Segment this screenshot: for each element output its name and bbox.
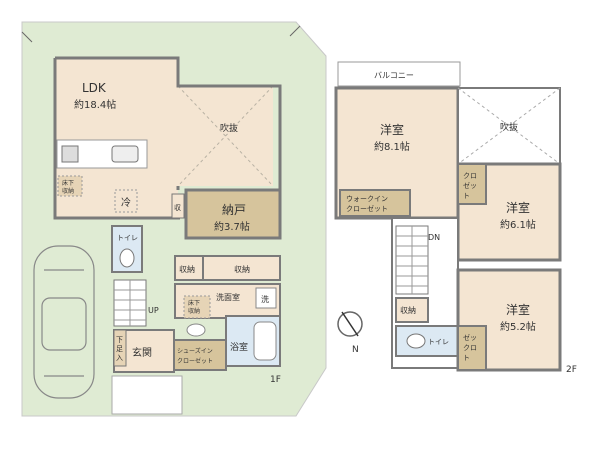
shuno-2f-label: 収納	[400, 305, 416, 315]
washer-box	[255, 287, 277, 309]
stove-icon	[61, 145, 79, 163]
shoes-closet-label-2: クローゼット	[177, 357, 213, 365]
stairs-2f	[395, 225, 429, 295]
storage-2f	[395, 297, 429, 323]
storage-1f-b	[202, 255, 281, 281]
floor-1f-label: 1F	[270, 375, 281, 385]
shoes-closet-label-1: シューズイン	[177, 347, 213, 355]
walkin-label-2: クローゼット	[346, 204, 388, 213]
closet-a-label-2: ゼッ	[463, 181, 477, 190]
closet-b-label-1: ゼッ	[463, 333, 477, 342]
closet-b	[457, 325, 487, 371]
shuno-1f-a-label: 収納	[179, 264, 195, 274]
arrow-corner-nw	[21, 31, 33, 43]
entry-porch	[111, 375, 183, 415]
fridge-area	[114, 189, 138, 213]
nando-area: 約3.7帖	[214, 220, 250, 233]
underfloor-storage-1f	[57, 175, 83, 197]
room2-label: 洋室	[506, 200, 530, 215]
bathtub-icon	[253, 321, 277, 361]
fukinuke-2f	[457, 87, 561, 165]
room1-area: 約8.1帖	[374, 140, 410, 153]
ldk-label: LDK	[82, 81, 107, 95]
closet-a	[457, 163, 487, 205]
underfloor-label-1: 床下	[62, 179, 74, 187]
fukinuke-1f-label: 吹抜	[220, 122, 238, 134]
sink-icon	[111, 145, 139, 163]
arrow-corner-ne	[289, 25, 301, 37]
fukinuke-2f-label: 吹抜	[500, 121, 518, 133]
toilet-1f-icon	[119, 248, 135, 268]
ldk-area: 約18.4帖	[74, 98, 116, 111]
ldk-walls	[53, 56, 282, 220]
stairs-1f	[113, 279, 147, 327]
toilet-2f-label: トイレ	[428, 338, 449, 346]
fukinuke-cross-2	[177, 85, 274, 187]
toilet-1f-label: トイレ	[117, 234, 138, 242]
nando-label: 納戸	[222, 203, 246, 217]
floor-2f-label: 2F	[566, 365, 577, 375]
room1-label: 洋室	[380, 122, 404, 137]
shoe-box-label-3: 入	[116, 354, 123, 362]
genkan-label: 玄関	[132, 346, 152, 359]
underfloor-label-2: 収納	[62, 187, 74, 195]
compass-label: N	[352, 345, 359, 355]
floor-2f: バルコニー 洋室 約8.1帖 吹抜 ウォークイン クローゼット クロ ゼッ ト …	[334, 61, 577, 375]
walkin-label-1: ウォークイン	[346, 195, 388, 203]
up-label: UP	[148, 306, 159, 315]
storage-1f-a	[174, 255, 204, 281]
floor-1f: LDK 約18.4帖 吹抜 床下 収納 冷 収 納戸 約3.7帖 トイレ UP …	[21, 21, 327, 417]
bath-label: 浴室	[230, 341, 248, 353]
car-icon	[33, 245, 95, 399]
walkin-closet	[339, 189, 411, 217]
underfloor-wash-2: 収納	[188, 307, 200, 315]
toilet-2f-icon	[406, 333, 426, 349]
room3-area: 約5.2帖	[500, 320, 536, 333]
room2-area: 約6.1帖	[500, 218, 536, 231]
washer-label: 洗	[261, 294, 269, 304]
balcony-label: バルコニー	[374, 71, 414, 80]
shoe-box-label-2: 足	[116, 345, 123, 353]
shoe-box-label-1: 下	[116, 336, 123, 344]
fridge-label: 冷	[121, 196, 131, 209]
underfloor-wash-1: 床下	[188, 299, 200, 307]
balcony	[337, 61, 461, 87]
storage-small-1f	[171, 193, 185, 219]
closet-b-label-2: クロ	[463, 344, 477, 352]
closet-a-label-1: クロ	[463, 172, 477, 180]
dn-label: DN	[428, 233, 440, 242]
shoes-in-closet	[173, 339, 227, 371]
compass-icon: N	[337, 311, 363, 355]
shuno-1f-b-label: 収納	[234, 264, 250, 274]
underfloor-storage-wash	[183, 295, 211, 319]
washroom-label: 洗面室	[216, 292, 240, 302]
closet-a-label-3: ト	[463, 192, 470, 200]
toilet-2f-room	[395, 325, 459, 357]
shoe-box	[113, 329, 127, 367]
nando-room	[184, 188, 282, 240]
storage-small-label: 収	[174, 204, 181, 212]
washbasin-icon	[186, 323, 206, 337]
closet-b-label-3: ト	[463, 354, 470, 362]
room3-label: 洋室	[506, 302, 530, 317]
